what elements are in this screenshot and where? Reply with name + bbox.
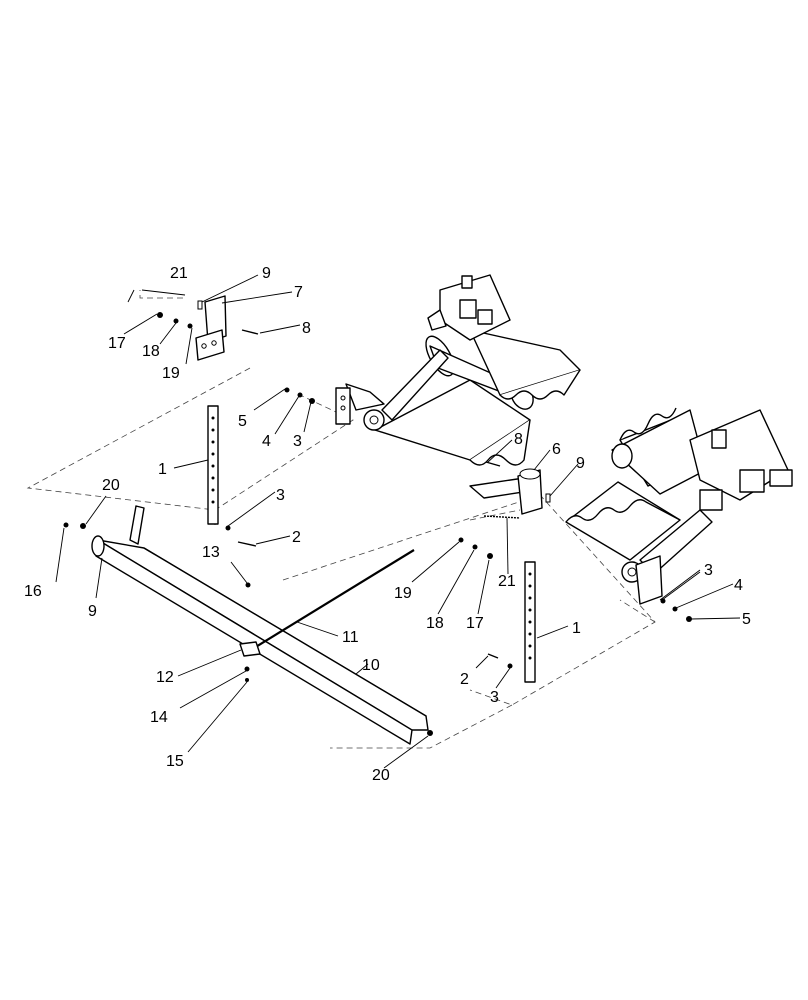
callout-20-bottom: 20 xyxy=(372,767,390,784)
callout-19-top: 19 xyxy=(162,365,180,382)
callout-8-top: 8 xyxy=(302,320,311,337)
right-carriage-assembly xyxy=(565,407,793,605)
callout-2-right: 2 xyxy=(460,671,469,688)
callout-12: 12 xyxy=(156,669,174,686)
callout-19-right: 19 xyxy=(394,585,412,602)
callout-6: 6 xyxy=(552,441,561,458)
callout-9-left: 9 xyxy=(88,603,97,620)
callout-17-top: 17 xyxy=(108,335,126,352)
callout-17-right: 17 xyxy=(466,615,484,632)
callout-20-left: 20 xyxy=(102,477,120,494)
callout-1-right: 1 xyxy=(572,620,581,637)
callout-15: 15 xyxy=(166,753,184,770)
callout-10: 10 xyxy=(362,657,380,674)
pins xyxy=(237,541,499,659)
callout-21-right: 21 xyxy=(498,573,516,590)
callout-13: 13 xyxy=(202,544,220,561)
callout-21-top: 21 xyxy=(170,265,188,282)
callout-4-far-right: 4 xyxy=(734,577,743,594)
clamp-plate xyxy=(239,641,261,657)
callout-7: 7 xyxy=(294,284,303,301)
callout-14: 14 xyxy=(150,709,168,726)
callout-9-right: 9 xyxy=(576,455,585,472)
callout-16: 16 xyxy=(24,583,42,600)
callout-3-right: 3 xyxy=(490,689,499,706)
leader-lines xyxy=(55,274,741,769)
top-left-bracket xyxy=(195,295,259,361)
callout-labels: 21 9 7 8 17 18 19 5 4 3 1 3 2 20 16 9 13… xyxy=(24,265,751,784)
right-bracket xyxy=(469,461,551,519)
callout-8-right: 8 xyxy=(514,431,523,448)
rod xyxy=(253,549,415,649)
callout-18-right: 18 xyxy=(426,615,444,632)
callout-9-top: 9 xyxy=(262,265,271,282)
hardware xyxy=(63,312,692,736)
callout-3-left: 3 xyxy=(293,433,302,450)
main-tube xyxy=(91,505,429,745)
callout-3-far-right: 3 xyxy=(704,562,713,579)
left-carriage-assembly xyxy=(335,274,581,466)
callout-5-left: 5 xyxy=(238,413,247,430)
upright-holes xyxy=(211,416,532,660)
callout-11: 11 xyxy=(342,629,359,646)
callout-2-mid: 2 xyxy=(292,529,301,546)
callout-1-left: 1 xyxy=(158,461,167,478)
callout-3-mid: 3 xyxy=(276,487,285,504)
callout-5-far-right: 5 xyxy=(742,611,751,628)
callout-4-left: 4 xyxy=(262,433,271,450)
callout-18-top: 18 xyxy=(142,343,160,360)
